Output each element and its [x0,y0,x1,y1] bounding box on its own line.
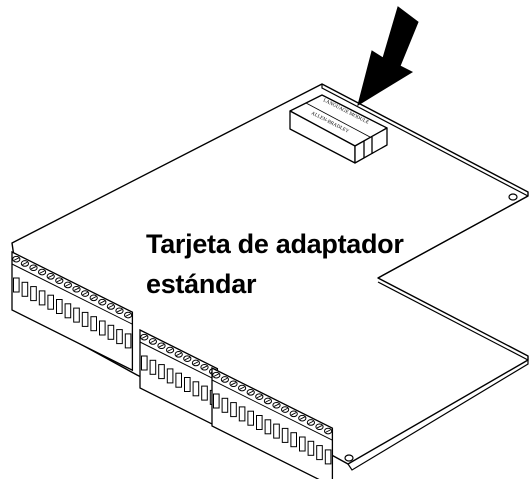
terminal-blocks [11,250,334,479]
terminal-screw-slot [282,407,288,412]
terminal-screw-slot [167,348,173,352]
terminal-opening [316,445,323,461]
terminal-block-ridge [139,341,218,382]
terminal-opening [230,402,237,418]
terminal-screw-slot [65,283,71,287]
terminal-screw-slot [56,279,62,283]
terminal-block-right [211,366,334,479]
terminal-opening [124,333,132,349]
terminal-opening [107,324,115,340]
terminal-opening [273,423,280,439]
terminal-screw-slot [108,304,114,309]
terminal-screw-slot [125,313,131,317]
terminal-opening [324,449,332,465]
terminal-opening [213,393,220,409]
terminal-screw-slot [91,296,97,300]
language-module [289,94,388,164]
terminal-screw-slot [39,270,45,274]
terminal-screw-slot [291,412,297,416]
terminal-screw-slot [158,344,165,348]
terminal-opening [30,286,37,302]
terminal-screw-slot [239,386,245,390]
terminal-screw-slot [308,420,314,425]
terminal-opening [73,307,80,323]
terminal-screw-slot [193,361,199,365]
terminal-screw-slot [248,390,254,394]
terminal-screw-slot [222,377,228,382]
terminal-block-ridge [211,379,333,441]
terminal-opening [64,303,72,319]
terminal-screw-slot [316,425,323,429]
card-label-line1: Tarjeta de adaptador [146,229,404,259]
terminal-opening [221,397,229,413]
terminal-screw-slot [299,416,305,420]
terminal-screw-slot [201,365,208,369]
terminal-block-body [11,250,134,372]
terminal-screw-slot [176,352,182,356]
terminal-opening [166,368,174,384]
card-label-line2: estándar [146,269,257,299]
terminal-opening [158,364,165,380]
terminal-screw-slot [22,261,28,266]
terminal-screw-slot [256,395,262,399]
terminal-screw-slot [230,382,237,386]
terminal-screw-slot [141,335,147,339]
terminal-screw-slot [213,373,219,377]
terminal-opening [238,406,246,422]
terminal-screw-slot [265,399,271,403]
pointer-arrow [357,6,419,107]
terminal-opening [47,294,55,310]
terminal-block-left [11,250,134,372]
terminal-opening [38,290,46,306]
terminal-opening [281,427,289,443]
terminal-opening [21,281,29,297]
terminal-screw-slot [13,257,19,261]
terminal-screw-slot [30,266,37,270]
terminal-opening [184,377,191,392]
terminal-opening [256,415,263,430]
terminal-opening [299,436,306,452]
mounting-hole [508,193,518,201]
terminal-screw-slot [150,339,156,344]
terminal-opening [141,355,148,371]
terminal-opening [192,381,200,397]
terminal-screw-slot [99,300,105,304]
terminal-opening [201,385,208,401]
terminal-screw-slot [184,357,190,361]
terminal-opening [264,419,272,435]
terminal-opening [81,311,89,327]
terminal-opening [99,320,106,336]
terminal-screw-slot [82,291,88,296]
terminal-opening [307,440,315,456]
terminal-screw-slot [325,429,331,433]
terminal-opening [116,329,123,345]
terminal-opening [13,277,20,293]
terminal-opening [290,432,297,448]
terminal-screw-slot [48,274,54,278]
terminal-opening [175,372,182,388]
mounting-hole [344,454,354,462]
terminal-opening [56,299,63,314]
terminal-screw-slot [273,403,280,407]
terminal-opening [247,410,254,426]
terminal-opening [90,316,98,332]
terminal-opening [149,359,157,375]
terminal-block-ridge [11,263,133,325]
terminal-screw-slot [73,287,80,291]
board-edge [321,84,529,471]
terminal-screw-slot [116,309,123,313]
